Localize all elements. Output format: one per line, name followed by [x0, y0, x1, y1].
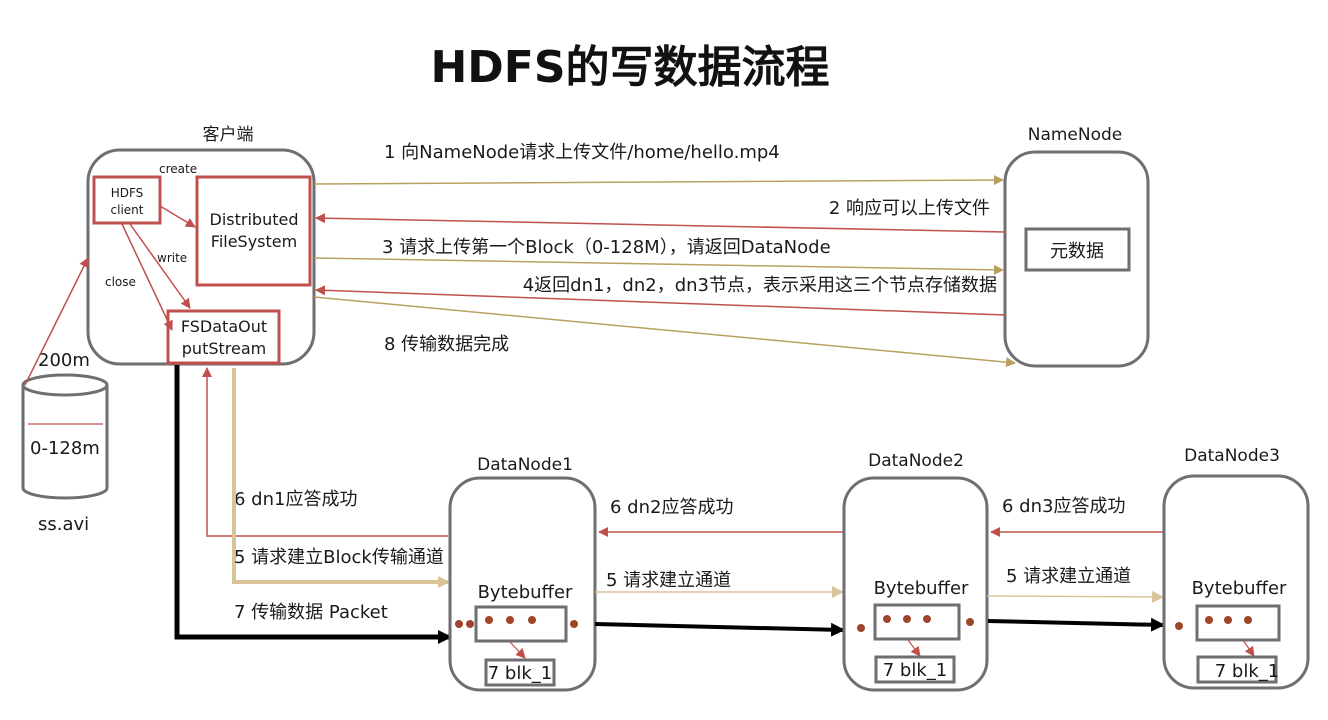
dn1-packet: [528, 616, 536, 624]
file-cylinder: [21, 373, 109, 500]
datanode2-block-label: 7 blk_1: [883, 660, 947, 681]
datanode1-buffer-label: Bytebuffer: [478, 582, 573, 603]
dn3-flush-arrow: [1242, 639, 1255, 657]
write-arrow: [129, 223, 191, 309]
close-arrow: [121, 223, 173, 331]
step3-arrow: [313, 257, 1004, 275]
datanode1-node: [448, 476, 597, 692]
dn2-packet: [903, 615, 911, 623]
datanode3-block-box: [1196, 655, 1278, 684]
dn1-packet-in2: [466, 620, 474, 628]
step5-dn3-label: 5 请求建立通道: [1006, 566, 1131, 587]
datanode1-label: DataNode1: [477, 455, 573, 475]
hdfs-client-label-line2: client: [111, 203, 144, 217]
datanode1-block-box: [484, 658, 556, 687]
dn1-packet: [506, 616, 514, 624]
dn2-packet: [883, 615, 891, 623]
step2-label: 2 响应可以上传文件: [829, 198, 990, 219]
step8-arrow: [313, 296, 1016, 368]
dn2-packet-out: [966, 618, 974, 626]
dn1-packet-out: [570, 620, 578, 628]
file-to-client-arrow: [24, 257, 89, 386]
dn1-packet-in: [455, 620, 463, 628]
metadata-label: 元数据: [1050, 241, 1104, 262]
datanode2-buffer-label: Bytebuffer: [874, 578, 969, 599]
dn3-packet-in: [1175, 622, 1183, 630]
step6-dn2-label: 6 dn2应答成功: [610, 497, 733, 518]
step1-arrow: [313, 175, 1004, 186]
step4-label: 4返回dn1，dn2，dn3节点，表示采用这三个节点存储数据: [523, 275, 997, 296]
dn1-to-dn2-packet-arrow: [594, 622, 845, 637]
datanode3-node: [1162, 474, 1310, 690]
dn3-packet: [1205, 616, 1213, 624]
hdfs-client-box: [92, 175, 162, 225]
step7-label: 7 传输数据 Packet: [234, 602, 388, 623]
distributed-filesystem-line1: Distributed: [210, 210, 299, 229]
step3-label: 3 请求上传第一个Block（0-128M），请返回DataNode: [382, 237, 831, 258]
step2-arrow: [315, 213, 1006, 233]
client-label: 客户端: [203, 125, 254, 145]
dn3-packet: [1244, 616, 1252, 624]
dn3-pipeline-request-arrow: [986, 590, 1164, 603]
dn1-ack-arrow: [202, 367, 448, 537]
create-label: create: [159, 162, 197, 176]
dn2-packet-in: [857, 624, 865, 632]
fsdataoutputstream-line1: FSDataOut: [181, 317, 267, 336]
datanode3-block-label: 7 blk_1: [1215, 661, 1279, 682]
namenode-node: [1003, 150, 1150, 368]
step6-dn1-label: 6 dn1应答成功: [234, 489, 357, 510]
dn1-flush-arrow: [509, 641, 526, 659]
step8-label: 8 传输数据完成: [384, 334, 509, 355]
step4-arrow: [315, 285, 1006, 316]
dn2-flush-arrow: [907, 639, 921, 657]
close-label: close: [105, 275, 136, 289]
datanode2-node: [842, 476, 989, 692]
file-size-label: 200m: [38, 350, 90, 371]
datanode3-label: DataNode3: [1184, 446, 1280, 466]
fsdataoutputstream-line2: putStream: [182, 339, 266, 358]
file-name-label: ss.avi: [38, 514, 89, 535]
dn1-packet: [485, 616, 493, 624]
step6-dn3-label: 6 dn3应答成功: [1002, 496, 1125, 517]
packet-transfer-arrow: [174, 365, 452, 644]
distributed-filesystem-line2: FileSystem: [211, 232, 297, 251]
datanode1-block-label: 7 blk_1: [488, 663, 552, 684]
namenode-label: NameNode: [1028, 125, 1123, 145]
hdfs-client-label-line1: HDFS: [111, 186, 144, 200]
datanode2-block-box: [874, 655, 956, 684]
dn1-pipeline-request-arrow: [232, 368, 450, 588]
step5-dn2-label: 5 请求建立通道: [606, 570, 731, 591]
distributed-filesystem-box: [195, 175, 312, 287]
metadata-box: [1024, 227, 1131, 272]
datanode1-bytebuffer: [474, 605, 568, 643]
step1-label: 1 向NameNode请求上传文件/home/hello.mp4: [384, 142, 780, 163]
dn3-packet: [1224, 616, 1232, 624]
page-title: HDFS的写数据流程: [430, 42, 829, 93]
create-arrow: [159, 205, 196, 228]
dn2-packet: [923, 615, 931, 623]
write-label: write: [157, 251, 187, 265]
step5-dn1-label: 5 请求建立Block传输通道: [234, 547, 444, 568]
fsdataoutputstream-box: [166, 309, 281, 365]
datanode2-label: DataNode2: [868, 451, 964, 471]
file-block-label: 0-128m: [30, 438, 100, 459]
dn2-to-dn3-packet-arrow: [987, 617, 1165, 632]
datanode3-buffer-label: Bytebuffer: [1192, 578, 1287, 599]
